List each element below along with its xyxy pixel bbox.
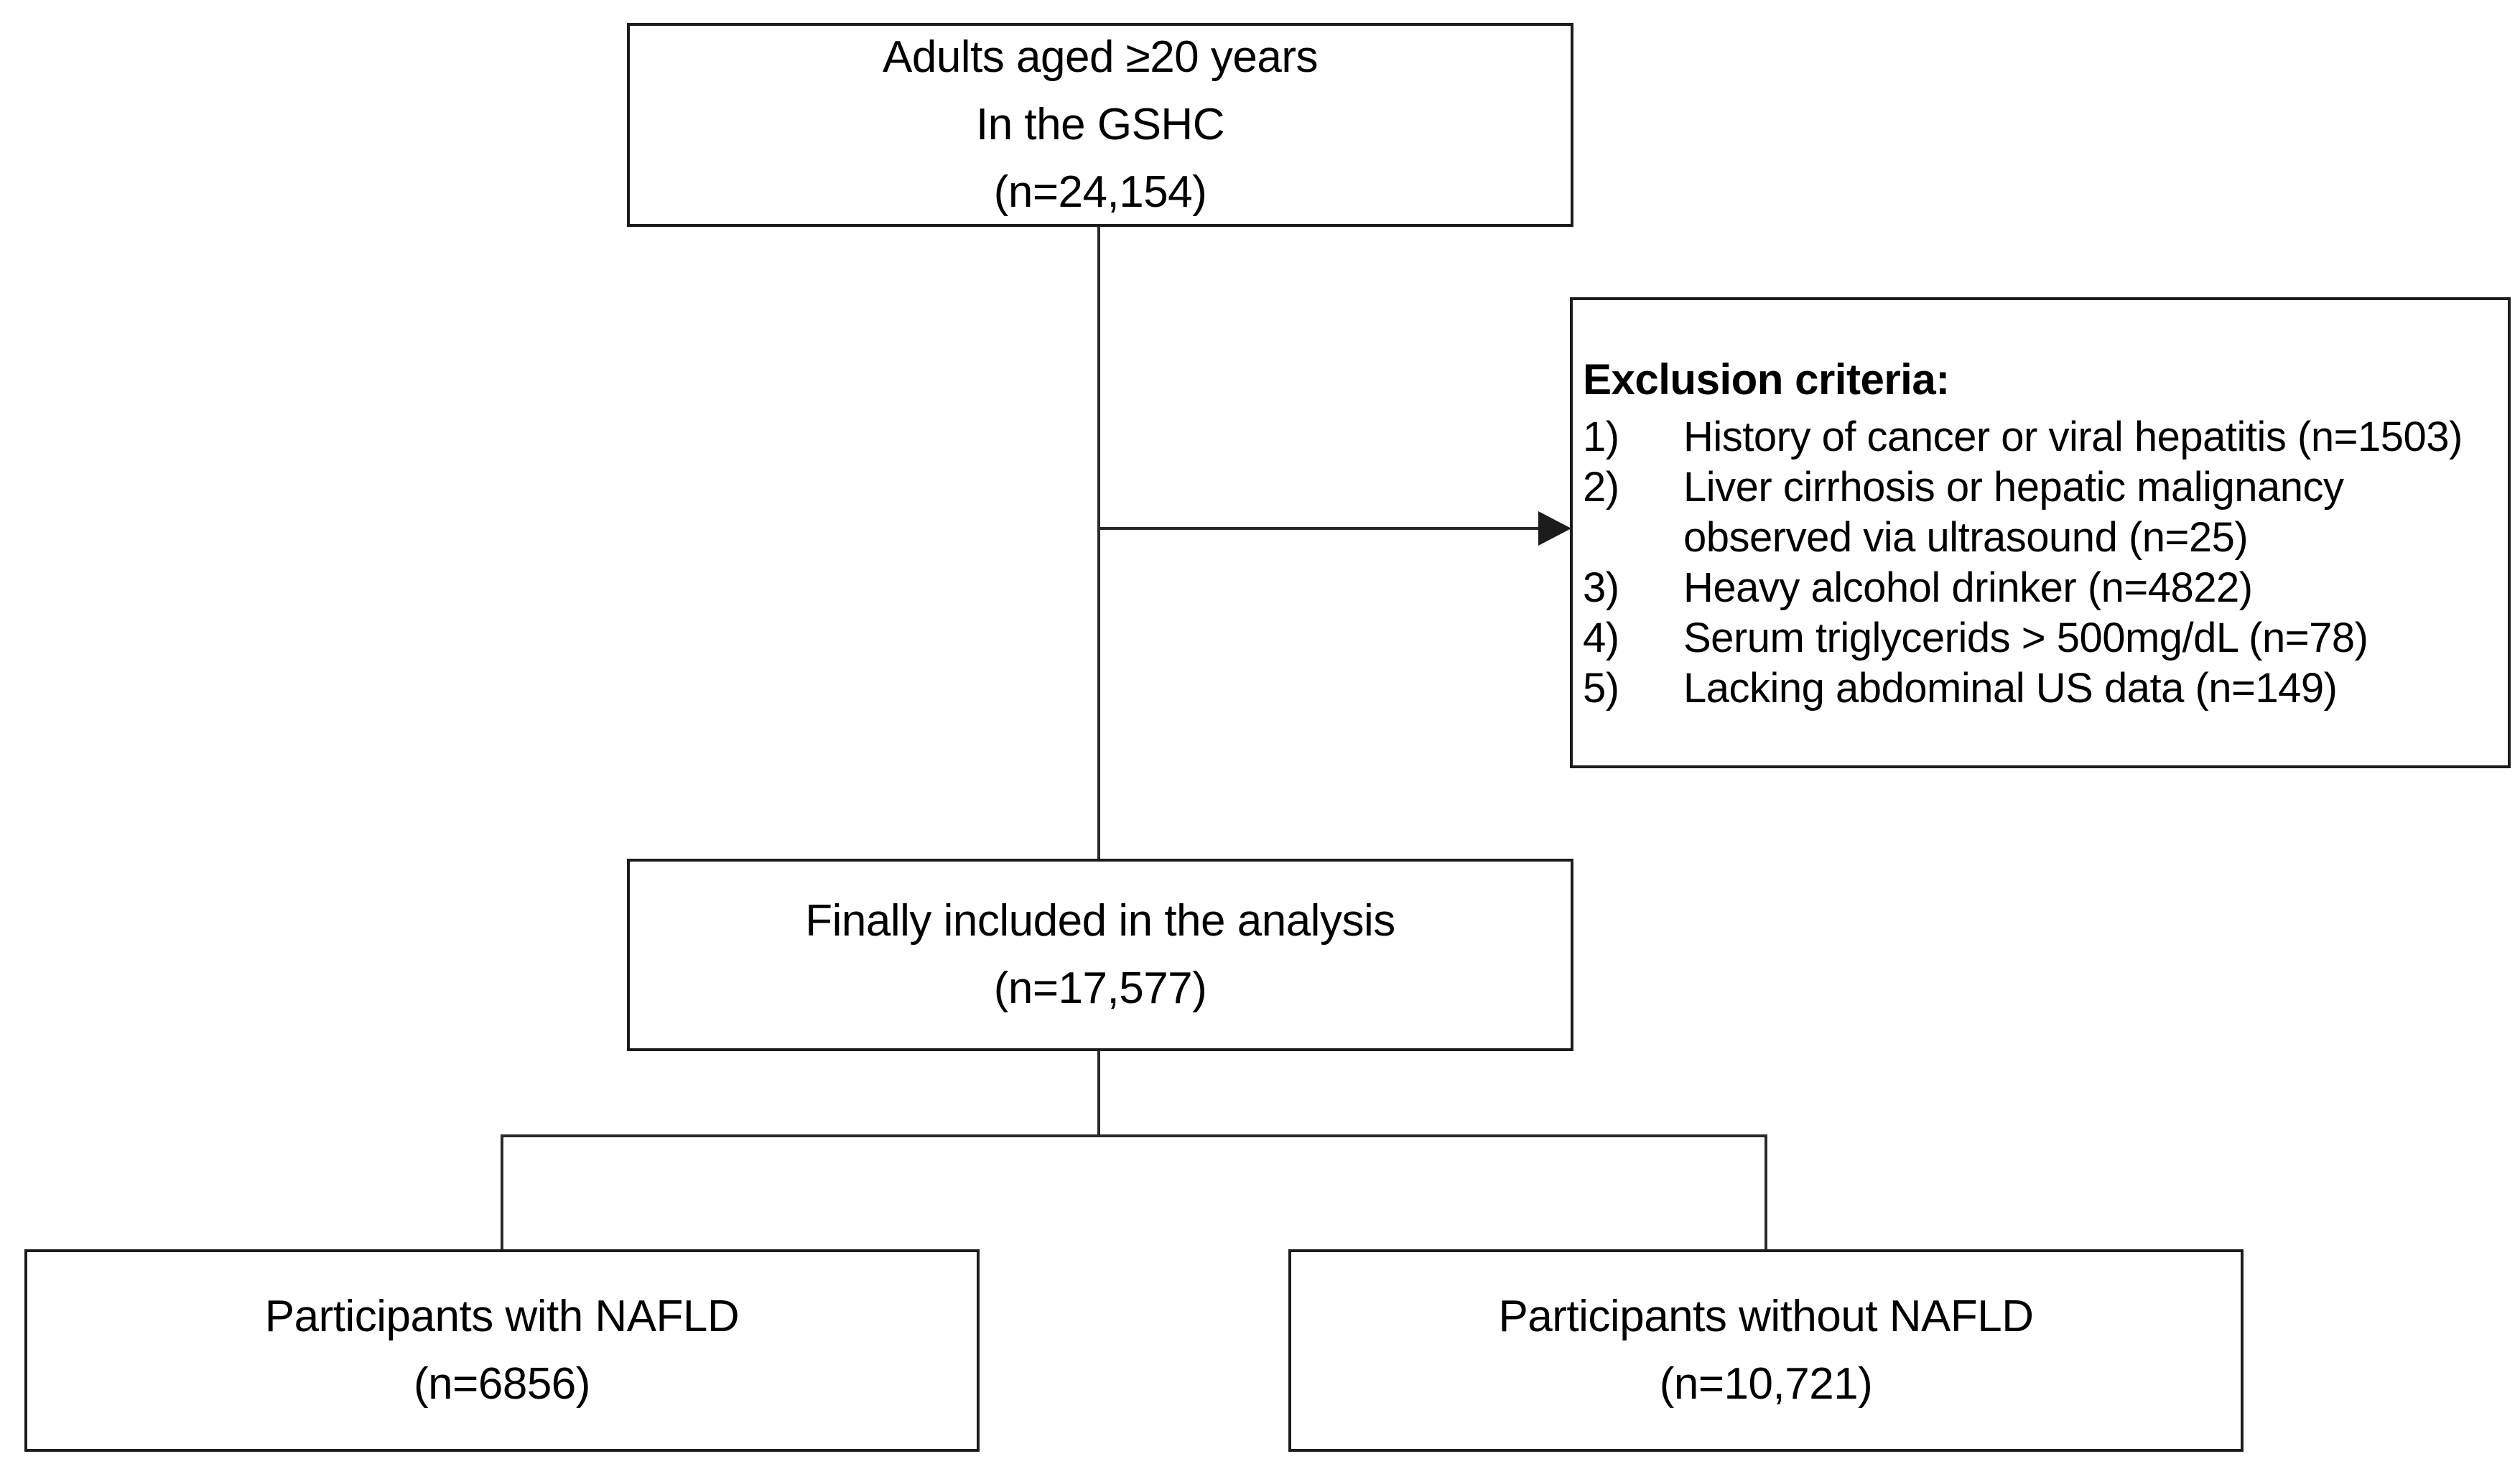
exclusion-item-number: 1) [1583, 414, 1619, 460]
box-source-population: Adults aged ≥20 years In the GSHC (n=24,… [627, 23, 1573, 227]
exclusion-item-number: 4) [1583, 615, 1619, 661]
branch-drop-left [501, 1134, 503, 1249]
exclusion-item-number: 2) [1583, 464, 1619, 510]
exclusion-item: 2) Liver cirrhosis or hepatic malignancy… [1583, 462, 2486, 563]
exclusion-item-text: Heavy alcohol drinker (n=4822) [1683, 564, 2253, 611]
with-nafld-count: (n=6856) [414, 1359, 590, 1409]
exclusion-item: 1) History of cancer or viral hepatitis … [1583, 412, 2486, 462]
branch-drop-right [1765, 1134, 1767, 1249]
exclusion-item: 3) Heavy alcohol drinker (n=4822) [1583, 563, 2486, 613]
without-nafld-count: (n=10,721) [1659, 1359, 1873, 1409]
connector-top-to-final [1097, 227, 1100, 859]
exclusion-item-text: Liver cirrhosis or hepatic malignancy ob… [1683, 464, 2344, 561]
exclusion-item-text: Lacking abdominal US data (n=149) [1683, 665, 2338, 712]
with-nafld-line1: Participants with NAFLD [264, 1292, 740, 1341]
connector-final-to-branch [1097, 1051, 1100, 1136]
source-population-line2: In the GSHC [976, 100, 1224, 149]
without-nafld-line1: Participants without NAFLD [1498, 1292, 2034, 1341]
exclusion-item-number: 3) [1583, 564, 1619, 611]
source-population-line1: Adults aged ≥20 years [882, 32, 1319, 82]
exclusion-item-number: 5) [1583, 665, 1619, 712]
box-exclusion-criteria: Exclusion criteria: 1) History of cancer… [1570, 297, 2511, 768]
final-analysis-count: (n=17,577) [993, 964, 1207, 1013]
exclusion-arrow-head-icon [1538, 511, 1571, 546]
branch-horizontal-line [501, 1134, 1767, 1137]
box-participants-without-nafld: Participants without NAFLD (n=10,721) [1288, 1249, 2244, 1452]
box-final-analysis: Finally included in the analysis (n=17,5… [627, 859, 1573, 1051]
exclusion-title: Exclusion criteria: [1583, 355, 1950, 404]
exclusion-item: 5) Lacking abdominal US data (n=149) [1583, 663, 2486, 714]
exclusion-arrow-shaft [1097, 527, 1541, 530]
exclusion-item: 4) Serum triglycerids > 500mg/dL (n=78) [1583, 613, 2486, 663]
source-population-count: (n=24,154) [993, 167, 1207, 217]
final-analysis-line1: Finally included in the analysis [805, 896, 1395, 946]
exclusion-item-text: History of cancer or viral hepatitis (n=… [1683, 414, 2463, 460]
exclusion-item-text: Serum triglycerids > 500mg/dL (n=78) [1683, 615, 2368, 661]
box-participants-with-nafld: Participants with NAFLD (n=6856) [24, 1249, 980, 1452]
